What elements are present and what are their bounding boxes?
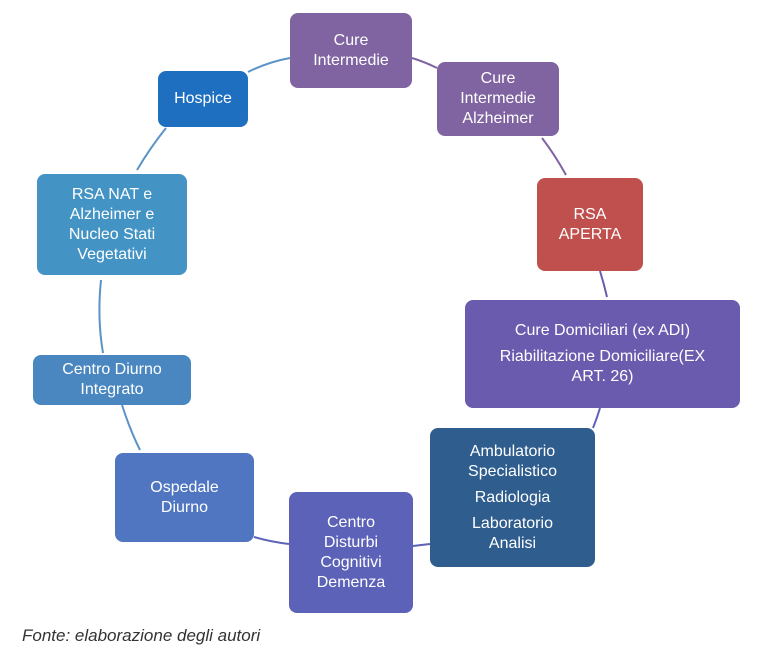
node-line: Ambulatorio [469,442,556,460]
node-paragraph: Ambulatorio Specialistico [468,442,557,482]
node-line: Centro [326,513,376,531]
node-ospedale-diurno: Ospedale Diurno [115,453,254,542]
node-line: Nucleo Stati [68,225,156,243]
node-line: Analisi [488,534,537,552]
node-line: Laboratorio [472,514,553,532]
connector-cure-alzheimer [411,57,438,69]
figure-caption: Fonte: elaborazione degli autori [22,626,261,645]
node-line: Centro Diurno [62,361,162,378]
node-line: Vegetativi [77,245,147,263]
node-line: Disturbi [323,533,379,551]
node-paragraph: Laboratorio Analisi [472,514,553,554]
node-line: APERTA [558,225,622,243]
node-hospice: Hospice [158,71,248,127]
node-line: ART. 26) [571,368,634,385]
connector-rsa-hospice [136,127,167,171]
node-cure-intermedie: Cure Intermedie [290,13,412,88]
node-line: RSA [573,205,607,223]
connector-rsa-domiciliari [599,270,608,298]
node-line: Alzheimer e [69,205,155,223]
node-cure-domiciliari: Cure Domiciliari (ex ADI) Riabilitazione… [465,300,740,408]
node-centro-disturbi-cognitivi: Centro Disturbi Cognitivi Demenza [289,492,413,613]
connector-ospedale-diurno [121,404,141,451]
connector-alzheimer-rsa [541,137,567,176]
node-paragraph: Radiologia [475,488,551,508]
node-line: Radiologia [474,488,551,506]
node-line: RSA NAT e [71,185,153,203]
node-line: Cure [333,31,369,49]
node-line: Riabilitazione Domiciliare(EX [499,348,706,365]
node-line: Ospedale [150,478,219,496]
node-rsa-nat-alzheimer: RSA NAT e Alzheimer e Nucleo Stati Veget… [37,174,187,275]
node-ambulatorio: Ambulatorio Specialistico Radiologia Lab… [430,428,595,567]
node-line: Alzheimer [462,110,534,127]
node-rsa-aperta: RSA APERTA [537,178,643,271]
node-line: Integrato [80,381,144,398]
node-line: Cognitivi [320,553,382,571]
node-cure-intermedie-alzheimer: Cure Intermedie Alzheimer [437,62,559,136]
connector-domiciliari-ambulatorio [592,407,601,429]
node-line: Diurno [160,498,209,516]
connector-hospice-cure [247,57,291,73]
node-line: Cure [480,70,516,87]
node-line: Hospice [174,90,232,107]
node-line: Cure Domiciliari (ex ADI) [514,322,691,339]
connector-ambulatorio-centro [412,543,431,547]
node-line: Intermedie [460,90,536,107]
node-line: Demenza [316,573,386,591]
node-line: Intermedie [313,51,389,69]
node-line: Specialistico [468,462,557,480]
connector-diurno-rsa [98,279,104,354]
node-paragraph: Riabilitazione Domiciliare(EX ART. 26) [500,347,705,387]
node-paragraph: Cure Domiciliari (ex ADI) [515,321,690,341]
connector-centro-ospedale [253,536,290,545]
node-centro-diurno-integrato: Centro Diurno Integrato [33,355,191,405]
